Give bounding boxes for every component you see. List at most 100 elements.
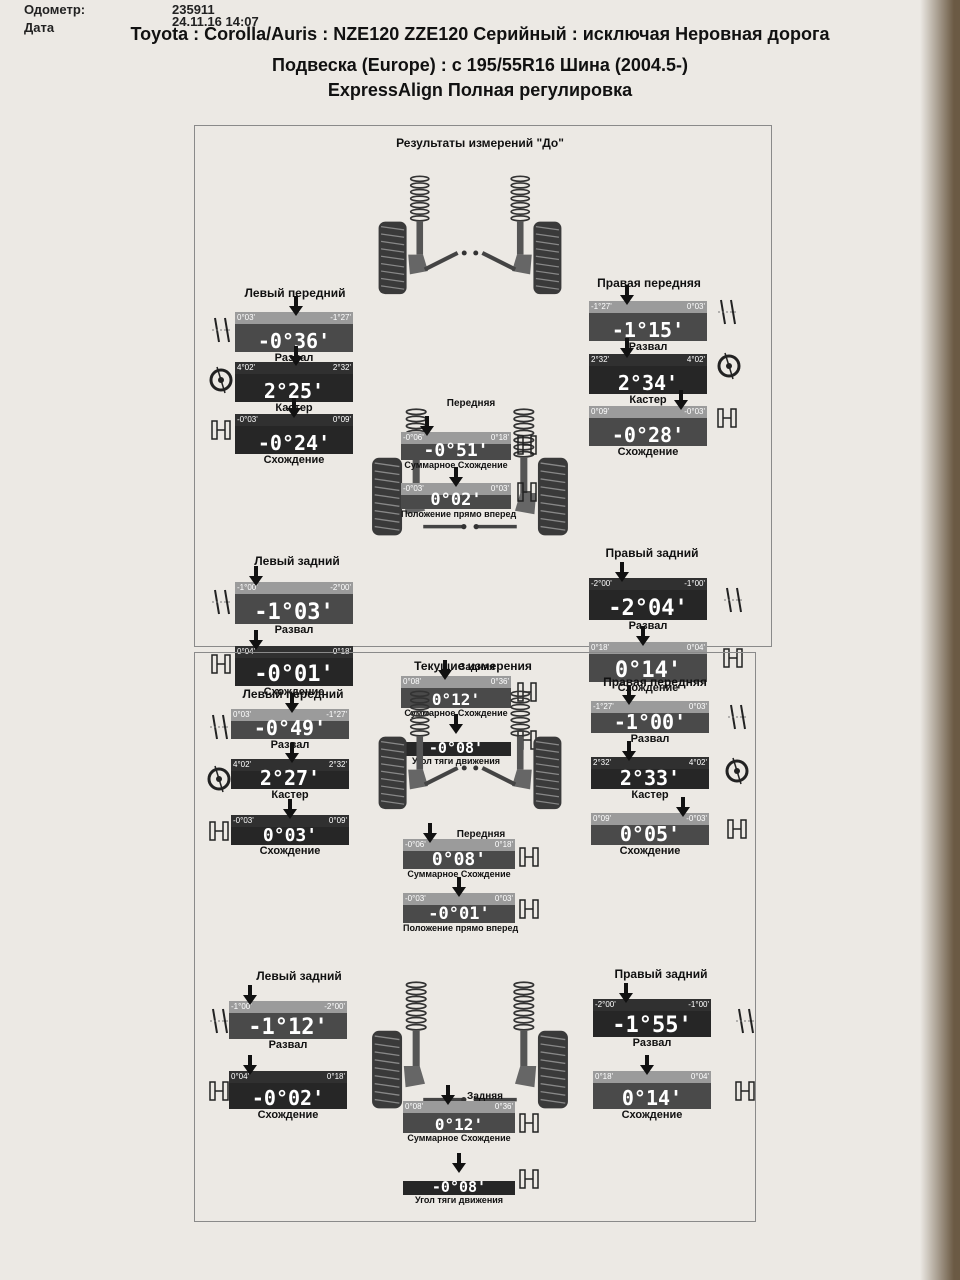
steering-straight-ahead-bar: -0°01'	[403, 904, 515, 924]
rear-left-label: Левый задний	[254, 554, 340, 568]
rear-left-toe-scale: 0°04'0°18'	[229, 1071, 347, 1085]
front-right-camber-max: 0°03'	[686, 302, 705, 311]
steering-wheel-icon	[517, 482, 537, 502]
rear-total-label: Задняя	[467, 1091, 503, 1102]
rear-right-camber-caption: Развал	[628, 620, 668, 632]
front-left-toe-min: -0°03'	[233, 816, 254, 825]
wheel-camber-icon	[210, 1008, 229, 1034]
rear-right-toe-scale: 0°18'0°04'	[593, 1071, 711, 1085]
rear-right-camber-gauge: -2°00'-1°00'-1°55'Развал	[593, 983, 711, 1049]
wheel-caster-icon	[725, 757, 749, 785]
front-left-camber-gauge: 0°03'-1°27'-0°36'Развал	[235, 296, 353, 364]
wheel-camber-icon	[736, 1008, 755, 1034]
rear-left-toe-min: 0°04'	[237, 647, 256, 656]
rear-right-toe-min: 0°18'	[595, 1072, 614, 1081]
rear-left-toe-max: 0°18'	[332, 647, 351, 656]
rear-right-camber-min: -2°00'	[591, 579, 612, 588]
rear-total-toe-min: 0°08'	[403, 677, 422, 686]
front-left-toe-value: -0°24'	[257, 431, 331, 455]
rear-right-camber-value: -1°55'	[612, 1013, 692, 1038]
rear-left-toe-bar: -0°01'	[235, 658, 353, 687]
thrust-angle-caption: Угол тяги движения	[411, 756, 501, 766]
front-left-camber-max: -1°27'	[330, 313, 351, 322]
front-total-toe-min: -0°06'	[405, 840, 426, 849]
front-left-toe-caption: Схождение	[263, 454, 325, 466]
date-label: Дата	[24, 20, 55, 35]
thrust-angle-gauge: -0°08'Угол тяги движения	[403, 1153, 515, 1205]
steering-wheel-icon	[519, 899, 539, 919]
front-right-label: Правая передняя	[603, 675, 707, 689]
front-right-toe-caption: Схождение	[619, 845, 681, 857]
front-right-camber-arrow-icon	[619, 285, 634, 305]
steering-straight-ahead-max: 0°03'	[494, 894, 513, 903]
front-right-caster-value: 2°33'	[619, 766, 681, 790]
rear-left-camber-caption: Развал	[268, 1039, 308, 1051]
front-left-label: Левый передний	[244, 286, 346, 300]
rear-left-toe-caption: Схождение	[263, 686, 325, 698]
front-right-caster-min: 2°32'	[593, 758, 612, 767]
front-right-caster-caption: Кастер	[629, 394, 667, 406]
front-suspension-diagram	[378, 175, 562, 295]
rear-right-toe-bar: 0°14'	[593, 1083, 711, 1110]
rear-left-label: Левый задний	[256, 969, 342, 983]
wheel-toe-icon	[717, 408, 737, 428]
wheel-camber-icon	[724, 587, 743, 613]
front-left-caster-max: 2°32'	[328, 760, 347, 769]
front-left-caster-value: 2°27'	[259, 766, 321, 790]
front-left-toe-bar: -0°24'	[235, 426, 353, 455]
steering-straight-ahead-caption: Положение прямо вперед	[403, 923, 519, 933]
front-left-caster-scale: 4°02' 2°32'	[231, 759, 349, 773]
front-left-toe-min: -0°03'	[237, 415, 258, 424]
rear-right-camber-min: -2°00'	[595, 1000, 616, 1009]
rear-left-camber-gauge: -1°00'-2°00'-1°12'Развал	[229, 985, 347, 1051]
front-right-toe-arrow-icon	[676, 797, 691, 817]
front-right-camber-value: -1°15'	[611, 318, 685, 342]
front-left-caster-min: 4°02'	[233, 760, 252, 769]
front-left-caster-scale: 4°02'2°32'	[235, 362, 353, 376]
rear-suspension-diagram	[372, 408, 568, 536]
front-right-toe-value: -0°28'	[611, 423, 685, 447]
front-total-label: Передняя	[456, 829, 506, 840]
report-title-line1: Toyota : Corolla/Auris : NZE120 ZZE120 С…	[130, 24, 830, 44]
rear-right-toe-caption: Схождение	[621, 1109, 683, 1121]
front-total-toe-bar: 0°08'	[403, 849, 515, 870]
wheel-camber-icon	[210, 714, 229, 740]
rear-left-toe-bar: -0°02'	[229, 1083, 347, 1110]
front-total-toe-min: -0°06'	[403, 433, 424, 442]
thrust-angle-bar: -0°08'	[403, 1178, 515, 1196]
date-value: 24.11.16 14:07	[172, 14, 259, 29]
front-right-camber-scale: -1°27'0°03'	[589, 301, 707, 315]
front-left-toe-arrow-icon	[283, 799, 297, 819]
front-right-caster-gauge: 2°32'4°02'2°33'Кастер	[591, 741, 709, 801]
steering-straight-ahead-scale: -0°03'0°03'	[401, 483, 511, 497]
front-left-caster-caption: Кастер	[271, 789, 309, 801]
section-title: Результаты измерений "До"	[396, 136, 564, 150]
rear-total-toe-scale: 0°08'0°36'	[403, 1101, 515, 1115]
steering-straight-ahead-min: -0°03'	[405, 894, 426, 903]
rear-suspension-diagram	[372, 981, 568, 1109]
rear-total-toe-caption: Суммарное Схождение	[404, 708, 508, 718]
front-right-toe-bar: 0°05'	[591, 822, 709, 846]
rear-left-camber-scale: -1°00'-2°00'	[235, 582, 353, 596]
wheel-caster-icon	[207, 765, 231, 793]
rear-right-label: Правый задний	[614, 967, 708, 981]
front-left-toe-gauge: -0°03'0°09'-0°24'Схождение	[235, 398, 353, 466]
front-total-toe-caption: Суммарное Схождение	[407, 869, 511, 879]
front-total-toe-max: 0°18'	[494, 840, 513, 849]
front-total-toe-caption: Суммарное Схождение	[404, 460, 508, 470]
rear-right-camber-bar: -1°55'	[593, 1011, 711, 1038]
front-total-toe-max: 0°18'	[490, 433, 509, 442]
front-right-toe-gauge: 0°09'-0°03'0°05'Схождение	[591, 797, 709, 857]
front-right-toe-bar: -0°28'	[589, 418, 707, 447]
front-left-camber-arrow-icon	[285, 693, 300, 713]
report-title-line2: Подвеска (Europe) : с 195/55R16 Шина (20…	[272, 55, 688, 75]
rear-right-camber-bar: -2°04'	[589, 590, 707, 621]
front-right-toe-min: 0°09'	[591, 407, 610, 416]
rear-left-camber-max: -2°00'	[330, 583, 351, 592]
odometer-value: 235911	[172, 2, 215, 17]
rear-right-toe-value: 0°14'	[614, 658, 682, 683]
front-total-toe-value: 0°08'	[431, 849, 487, 870]
front-left-camber-bar: -0°49'	[231, 716, 349, 740]
steering-straight-ahead-gauge: -0°03'0°03'0°02'Положение прямо вперед	[401, 467, 516, 519]
front-left-toe-caption: Схождение	[259, 845, 321, 857]
